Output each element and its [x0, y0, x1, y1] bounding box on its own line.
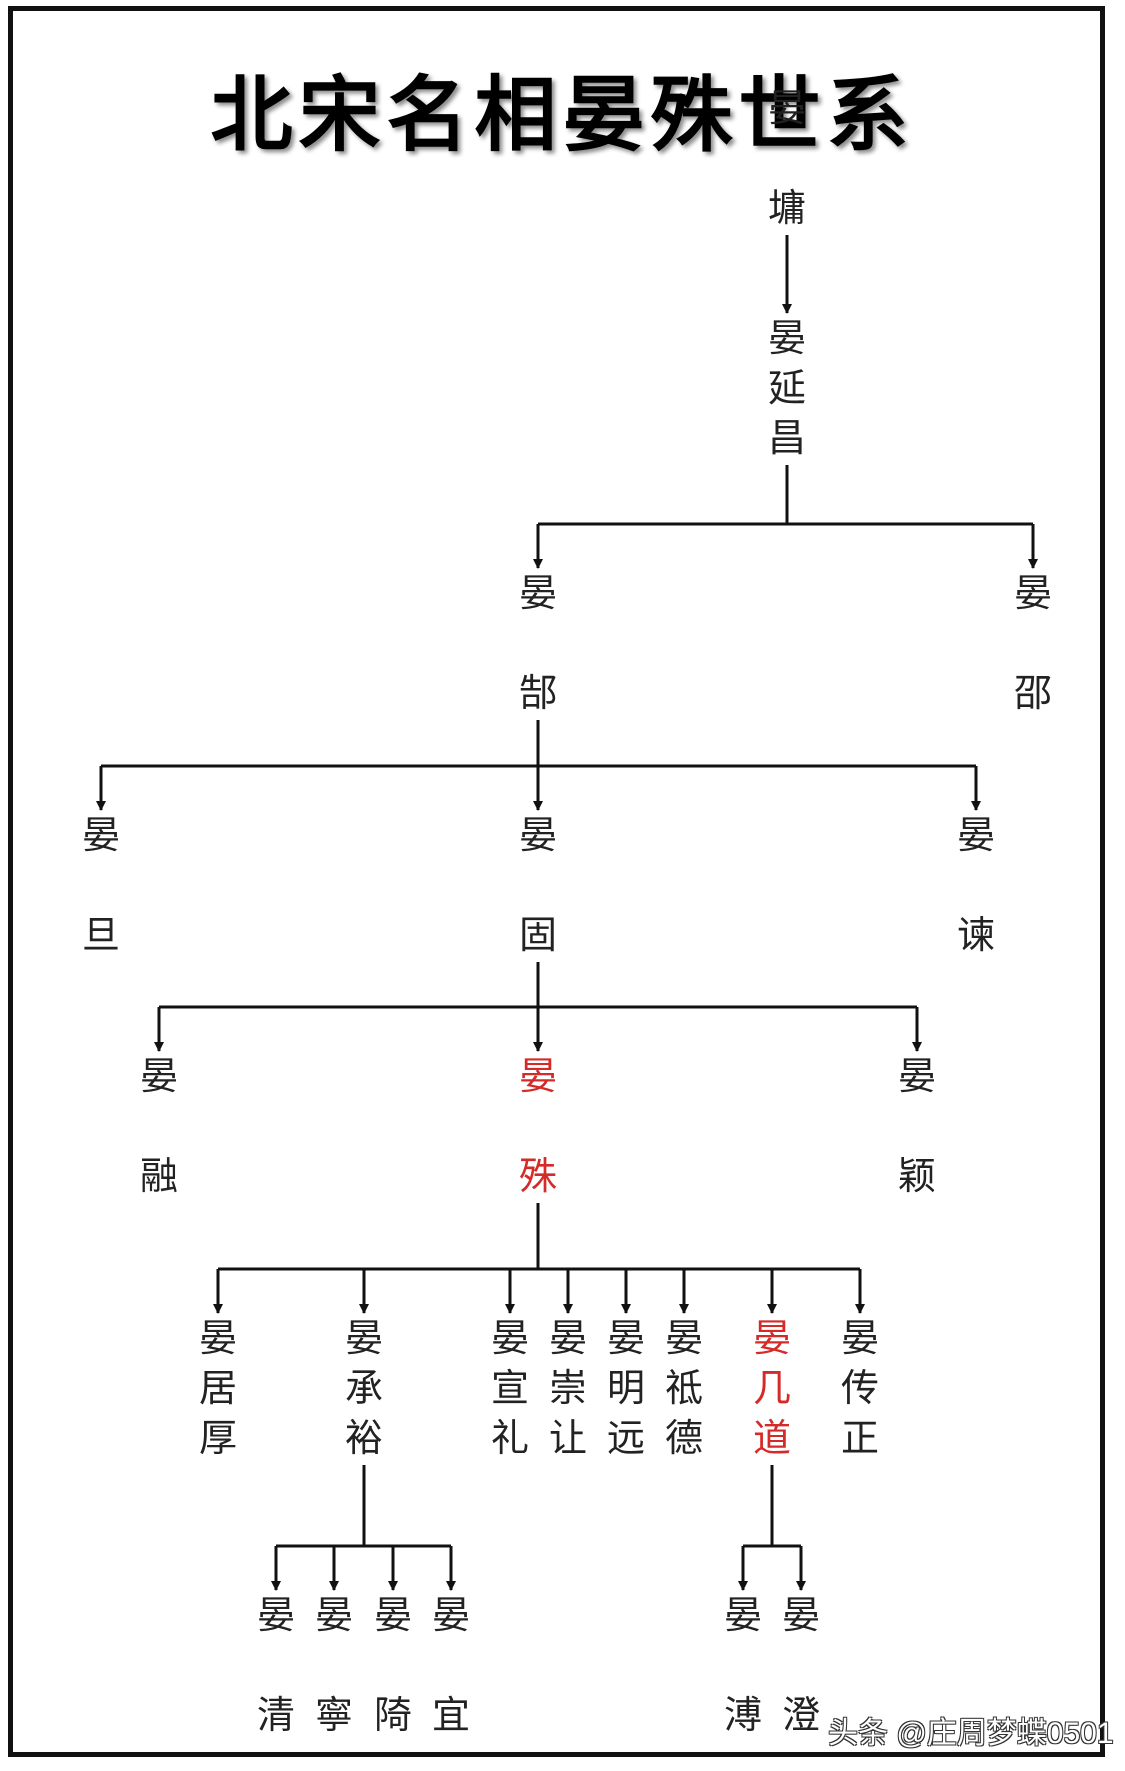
given-name: 固 — [518, 913, 557, 957]
given-name: 融 — [139, 1154, 178, 1198]
surname: 晏 — [344, 1316, 383, 1360]
given-name: 墉 — [767, 186, 806, 230]
surname: 晏 — [198, 1316, 237, 1360]
given-name: 澄 — [781, 1693, 820, 1737]
given-name: 宣礼 — [490, 1366, 529, 1460]
given-name: 殊 — [518, 1154, 557, 1198]
given-name: 几道 — [752, 1366, 791, 1460]
surname: 晏 — [897, 1054, 936, 1098]
surname: 晏 — [752, 1316, 791, 1360]
given-name: 谏 — [956, 913, 995, 957]
person-yangu: 晏固 — [508, 816, 568, 954]
person-yanshu: 晏殊 — [508, 1057, 568, 1195]
page-title: 北宋名相晏殊世系 — [210, 67, 915, 163]
person-yanqi: 晏陭 — [363, 1596, 423, 1734]
surname: 晏 — [431, 1593, 470, 1637]
surname: 晏 — [1013, 571, 1052, 615]
given-name: 明远 — [606, 1366, 645, 1460]
surname: 晏 — [840, 1316, 879, 1360]
person-yanchengyu: 晏承裕 — [334, 1319, 394, 1457]
person-yancheng: 晏澄 — [771, 1596, 831, 1734]
given-name: 宜 — [431, 1693, 470, 1737]
person-yanbu: 晏郜 — [508, 574, 568, 712]
given-name: 郜 — [518, 671, 557, 715]
person-yanxuanli: 晏宣礼 — [480, 1319, 540, 1457]
person-yanshao: 晏邵 — [1003, 574, 1063, 712]
person-yanmingyuan: 晏明远 — [596, 1319, 656, 1457]
person-yanzhide: 晏祗德 — [654, 1319, 714, 1457]
surname: 晏 — [490, 1316, 529, 1360]
surname: 晏 — [664, 1316, 703, 1360]
surname: 晏 — [781, 1593, 820, 1637]
person-yanyong: 晏墉 — [757, 89, 817, 227]
person-yanbo: 晏溥 — [713, 1596, 773, 1734]
person-yandan: 晏旦 — [71, 816, 131, 954]
given-name: 陭 — [373, 1693, 412, 1737]
surname: 晏 — [518, 571, 557, 615]
surname: 晏 — [373, 1593, 412, 1637]
given-name: 崇让 — [548, 1366, 587, 1460]
person-yanchuanzheng: 晏传正 — [830, 1319, 890, 1457]
given-name: 传正 — [840, 1366, 879, 1460]
given-name: 祗德 — [664, 1366, 703, 1460]
given-name: 延昌 — [767, 366, 806, 460]
given-name: 邵 — [1013, 671, 1052, 715]
surname: 晏 — [314, 1593, 353, 1637]
given-name: 颖 — [897, 1154, 936, 1198]
border-frame — [8, 6, 1105, 1757]
surname: 晏 — [956, 813, 995, 857]
person-yanjidao: 晏几道 — [742, 1319, 802, 1457]
person-yanchongrang: 晏崇让 — [538, 1319, 598, 1457]
surname: 晏 — [81, 813, 120, 857]
person-yanjuhou: 晏居厚 — [188, 1319, 248, 1457]
person-yanyanchang: 晏延昌 — [757, 319, 817, 457]
person-yanjian: 晏谏 — [946, 816, 1006, 954]
person-yanning: 晏寧 — [304, 1596, 364, 1734]
given-name: 寧 — [314, 1693, 353, 1737]
given-name: 承裕 — [344, 1366, 383, 1460]
surname: 晏 — [606, 1316, 645, 1360]
given-name: 溥 — [723, 1693, 762, 1737]
surname: 晏 — [518, 813, 557, 857]
given-name: 居厚 — [198, 1366, 237, 1460]
surname: 晏 — [767, 86, 806, 130]
person-yanying: 晏颖 — [887, 1057, 947, 1195]
watermark: 头条 @庄周梦蝶0501 — [828, 1717, 1114, 1750]
surname: 晏 — [767, 316, 806, 360]
surname: 晏 — [518, 1054, 557, 1098]
person-yanyi: 晏宜 — [421, 1596, 481, 1734]
surname: 晏 — [548, 1316, 587, 1360]
person-yanrong: 晏融 — [129, 1057, 189, 1195]
given-name: 旦 — [81, 913, 120, 957]
surname: 晏 — [139, 1054, 178, 1098]
surname: 晏 — [256, 1593, 295, 1637]
given-name: 清 — [256, 1693, 295, 1737]
surname: 晏 — [723, 1593, 762, 1637]
person-yanqing: 晏清 — [246, 1596, 306, 1734]
